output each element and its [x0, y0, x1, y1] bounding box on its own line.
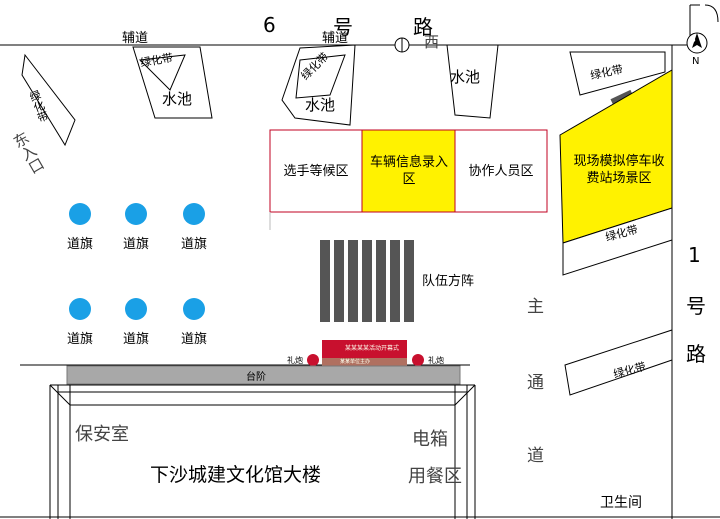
- road6-char1: 号: [333, 15, 353, 39]
- building-label: 下沙城建文化馆大楼: [150, 464, 322, 486]
- flag-label-3: 道旗: [180, 237, 207, 252]
- banner-top-text: 某某某某活动开幕式: [345, 345, 400, 352]
- road1-char1: 号: [686, 294, 706, 318]
- main-road-char-3: 道: [527, 446, 544, 466]
- mailbox-label: 电箱: [412, 429, 448, 450]
- compass-n: N: [692, 56, 700, 67]
- compass-s: S: [690, 35, 696, 45]
- right-cannon-label: 礼炮: [428, 356, 444, 365]
- formation-label: 队伍方阵: [422, 274, 475, 289]
- fudao-label-mid: 辅道: [322, 31, 349, 46]
- guard-room-label: 保安室: [75, 424, 129, 445]
- flag-label-6: 道旗: [180, 332, 207, 347]
- parking-sim-zone: 现场模拟停车收费站场景区: [573, 154, 665, 186]
- green-belt-shape: [21, 53, 76, 147]
- flag-label-5: 道旗: [122, 332, 149, 347]
- road1-number: 1: [688, 243, 701, 267]
- pond-label-1: 水池: [162, 90, 193, 108]
- dining-label: 用餐区: [408, 466, 462, 487]
- main-road-char-2: 通: [527, 373, 544, 393]
- vehicle-info-zone: 车辆信息录入区: [370, 155, 449, 187]
- fudao-label-top: 辅道: [122, 31, 149, 46]
- banner-bottom-text: 某某单位主办: [340, 359, 371, 365]
- flag-marker: [125, 298, 147, 320]
- pond-label-3: 水池: [450, 68, 481, 86]
- flag-marker: [69, 203, 91, 225]
- formation-bars: [320, 240, 414, 322]
- flag-label-4: 道旗: [66, 332, 93, 347]
- steps-label: 台阶: [246, 372, 266, 383]
- west-label: 西: [424, 33, 440, 51]
- main-road-char-1: 主: [527, 297, 544, 317]
- flag-marker: [125, 203, 147, 225]
- toilet-label: 卫生间: [600, 495, 642, 511]
- flag-label-2: 道旗: [122, 237, 149, 252]
- flag-marker: [69, 298, 91, 320]
- flag-marker: [183, 298, 205, 320]
- flag-label-1: 道旗: [66, 237, 93, 252]
- helpers-zone: 协作人员区: [468, 163, 534, 179]
- road6-number: 6: [263, 13, 276, 37]
- flag-marker: [183, 203, 205, 225]
- left-cannon-label: 礼炮: [287, 356, 303, 365]
- road1-char2: 路: [686, 342, 706, 366]
- pond-label-2: 水池: [305, 96, 336, 114]
- waiting-zone: 选手等候区: [283, 163, 349, 179]
- road6-char2: 路: [413, 15, 433, 39]
